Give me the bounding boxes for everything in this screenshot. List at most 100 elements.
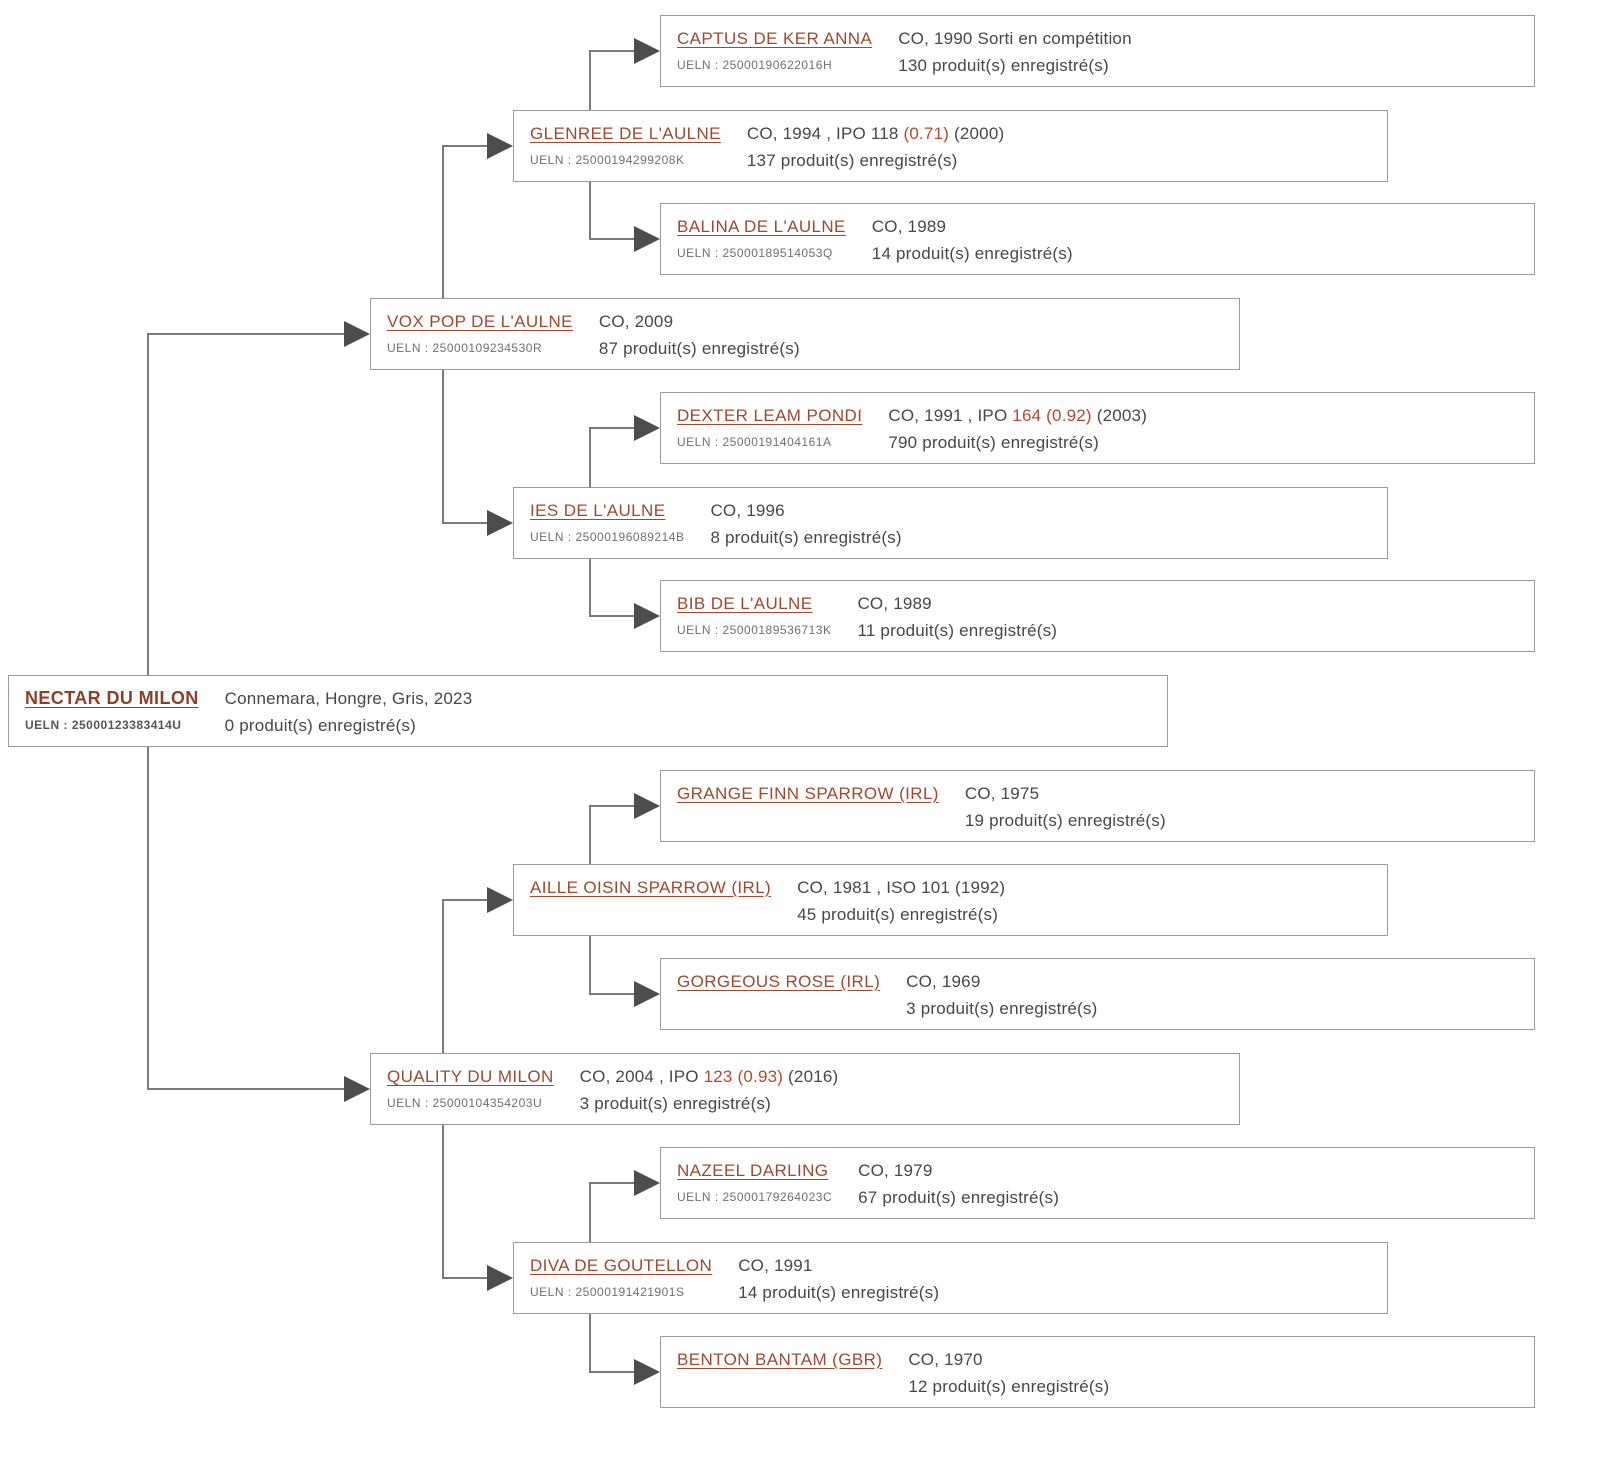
ueln-label: UELN : 25000196089214B xyxy=(530,530,685,544)
connector-line xyxy=(589,1182,634,1242)
node-info: Connemara, Hongre, Gris, 2023 0 produit(… xyxy=(225,685,473,738)
node-info: CO, 1981 , ISO 101 (1992) 45 produit(s) … xyxy=(797,874,1005,927)
horse-name-link[interactable]: GLENREE DE L'AULNE xyxy=(530,124,721,143)
horse-name-link[interactable]: BENTON BANTAM (GBR) xyxy=(677,1350,883,1369)
horse-name-link[interactable]: NAZEEL DARLING xyxy=(677,1161,829,1180)
arrowhead-icon xyxy=(634,1170,660,1196)
horse-name-link[interactable]: AILLE OISIN SPARROW (IRL) xyxy=(530,878,772,897)
horse-name-link[interactable]: DIVA DE GOUTELLON xyxy=(530,1256,713,1275)
pedigree-node: DEXTER LEAM PONDI UELN : 25000191404161A… xyxy=(660,392,1535,464)
progeny-count: 12 produit(s) enregistré(s) xyxy=(908,1377,1110,1396)
arrowhead-icon xyxy=(634,1359,660,1385)
details-text: CO, 1991 , IPO xyxy=(888,406,1013,425)
details-text: CO, 2004 , IPO xyxy=(579,1067,704,1086)
node-identity: NAZEEL DARLING UELN : 25000179264023C xyxy=(677,1157,832,1208)
horse-details: CO, 1970 xyxy=(908,1346,1109,1373)
progeny-count: 11 produit(s) enregistré(s) xyxy=(857,621,1058,640)
horse-name-link[interactable]: NECTAR DU MILON xyxy=(25,688,199,708)
horse-details: CO, 1989 xyxy=(857,590,1057,617)
details-text: CO, 1990 Sorti en compétition xyxy=(898,29,1132,48)
progeny-count: 790 produit(s) enregistré(s) xyxy=(888,433,1099,452)
node-identity: BIB DE L'AULNE UELN : 25000189536713K xyxy=(677,590,831,641)
node-info: CO, 2009 87 produit(s) enregistré(s) xyxy=(599,308,800,361)
pedigree-node: BALINA DE L'AULNE UELN : 25000189514053Q… xyxy=(660,203,1535,275)
connector-line xyxy=(589,182,634,240)
node-info: CO, 1990 Sorti en compétition 130 produi… xyxy=(898,25,1132,78)
horse-name-link[interactable]: CAPTUS DE KER ANNA xyxy=(677,29,873,48)
connector-line xyxy=(589,559,634,617)
arrowhead-icon xyxy=(634,415,660,441)
horse-name-link[interactable]: GORGEOUS ROSE (IRL) xyxy=(677,972,881,991)
node-info: CO, 1991 , IPO 164 (0.92) (2003) 790 pro… xyxy=(888,402,1147,455)
connector-line xyxy=(147,333,344,675)
progeny-count: 87 produit(s) enregistré(s) xyxy=(598,339,800,358)
pedigree-node-root: NECTAR DU MILON UELN : 25000123383414U C… xyxy=(8,675,1168,747)
details-text: CO, 1970 xyxy=(908,1350,983,1369)
connector-line xyxy=(442,370,487,524)
ueln-label: UELN : 25000189536713K xyxy=(677,623,832,637)
ueln-label: UELN : 25000123383414U xyxy=(25,718,182,732)
pedigree-node: GORGEOUS ROSE (IRL) CO, 1969 3 produit(s… xyxy=(660,958,1535,1030)
pedigree-node: NAZEEL DARLING UELN : 25000179264023C CO… xyxy=(660,1147,1535,1219)
details-text: CO, 2009 xyxy=(598,312,674,331)
horse-name-link[interactable]: GRANGE FINN SPARROW (IRL) xyxy=(677,784,939,803)
horse-details: CO, 1991 , IPO 164 (0.92) (2003) xyxy=(888,402,1147,429)
horse-details: CO, 1994 , IPO 118 (0.71) (2000) xyxy=(747,120,1004,147)
progeny-count: 67 produit(s) enregistré(s) xyxy=(858,1188,1060,1207)
node-identity: DIVA DE GOUTELLON UELN : 25000191421901S xyxy=(530,1252,712,1303)
node-info: CO, 1989 14 produit(s) enregistré(s) xyxy=(872,213,1073,266)
horse-name-link[interactable]: DEXTER LEAM PONDI xyxy=(677,406,863,425)
connector-line xyxy=(147,747,344,1090)
connector-line xyxy=(442,145,487,298)
node-info: CO, 1991 14 produit(s) enregistré(s) xyxy=(738,1252,939,1305)
horse-name-link[interactable]: VOX POP DE L'AULNE xyxy=(387,312,573,331)
horse-details: CO, 2004 , IPO 123 (0.93) (2016) xyxy=(580,1063,839,1090)
node-identity: BENTON BANTAM (GBR) xyxy=(677,1346,882,1375)
progeny-count: 8 produit(s) enregistré(s) xyxy=(710,528,902,547)
progeny-count: 45 produit(s) enregistré(s) xyxy=(797,905,999,924)
details-text: CO, 1989 xyxy=(871,217,947,236)
details-text: Connemara, Hongre, Gris, 2023 xyxy=(224,689,473,708)
ueln-label: UELN : 25000189514053Q xyxy=(677,246,833,260)
horse-name-link[interactable]: BIB DE L'AULNE xyxy=(677,594,813,613)
progeny-count: 0 produit(s) enregistré(s) xyxy=(224,716,416,735)
progeny-count: 130 produit(s) enregistré(s) xyxy=(898,56,1109,75)
connector-line xyxy=(589,936,634,995)
node-identity: QUALITY DU MILON UELN : 25000104354203U xyxy=(387,1063,554,1114)
arrowhead-icon xyxy=(344,1076,370,1102)
ueln-label: UELN : 25000191421901S xyxy=(530,1285,685,1299)
ueln-label: UELN : 25000190622016H xyxy=(677,58,833,72)
details-text: CO, 1969 xyxy=(906,972,981,991)
connector-line xyxy=(442,1125,487,1279)
arrowhead-icon xyxy=(487,887,513,913)
horse-details: CO, 1975 xyxy=(965,780,1166,807)
horse-name-link[interactable]: QUALITY DU MILON xyxy=(387,1067,554,1086)
horse-name-link[interactable]: IES DE L'AULNE xyxy=(530,501,666,520)
details-text: CO, 1991 xyxy=(738,1256,813,1275)
pedigree-node: GLENREE DE L'AULNE UELN : 25000194299208… xyxy=(513,110,1388,182)
node-identity: GLENREE DE L'AULNE UELN : 25000194299208… xyxy=(530,120,721,171)
horse-name-link[interactable]: BALINA DE L'AULNE xyxy=(677,217,846,236)
horse-details: CO, 1991 xyxy=(738,1252,939,1279)
connector-line xyxy=(442,899,487,1053)
arrowhead-icon xyxy=(487,133,513,159)
horse-details: CO, 1981 , ISO 101 (1992) xyxy=(797,874,1005,901)
pedigree-node: CAPTUS DE KER ANNA UELN : 25000190622016… xyxy=(660,15,1535,87)
node-identity: CAPTUS DE KER ANNA UELN : 25000190622016… xyxy=(677,25,872,76)
progeny-count: 3 produit(s) enregistré(s) xyxy=(579,1094,771,1113)
horse-details: Connemara, Hongre, Gris, 2023 xyxy=(225,685,473,712)
node-info: CO, 1989 11 produit(s) enregistré(s) xyxy=(857,590,1057,643)
connector-line xyxy=(589,50,634,110)
progeny-count: 19 produit(s) enregistré(s) xyxy=(964,811,1166,830)
pedigree-node: GRANGE FINN SPARROW (IRL) CO, 1975 19 pr… xyxy=(660,770,1535,842)
horse-details: CO, 1990 Sorti en compétition xyxy=(898,25,1132,52)
horse-details: CO, 1989 xyxy=(872,213,1073,240)
pedigree-node: QUALITY DU MILON UELN : 25000104354203U … xyxy=(370,1053,1240,1125)
node-identity: VOX POP DE L'AULNE UELN : 25000109234530… xyxy=(387,308,573,359)
details-text: CO, 1975 xyxy=(964,784,1040,803)
horse-details: CO, 1969 xyxy=(906,968,1097,995)
details-text: (2000) xyxy=(949,124,1005,143)
node-info: CO, 1994 , IPO 118 (0.71) (2000) 137 pro… xyxy=(747,120,1004,173)
